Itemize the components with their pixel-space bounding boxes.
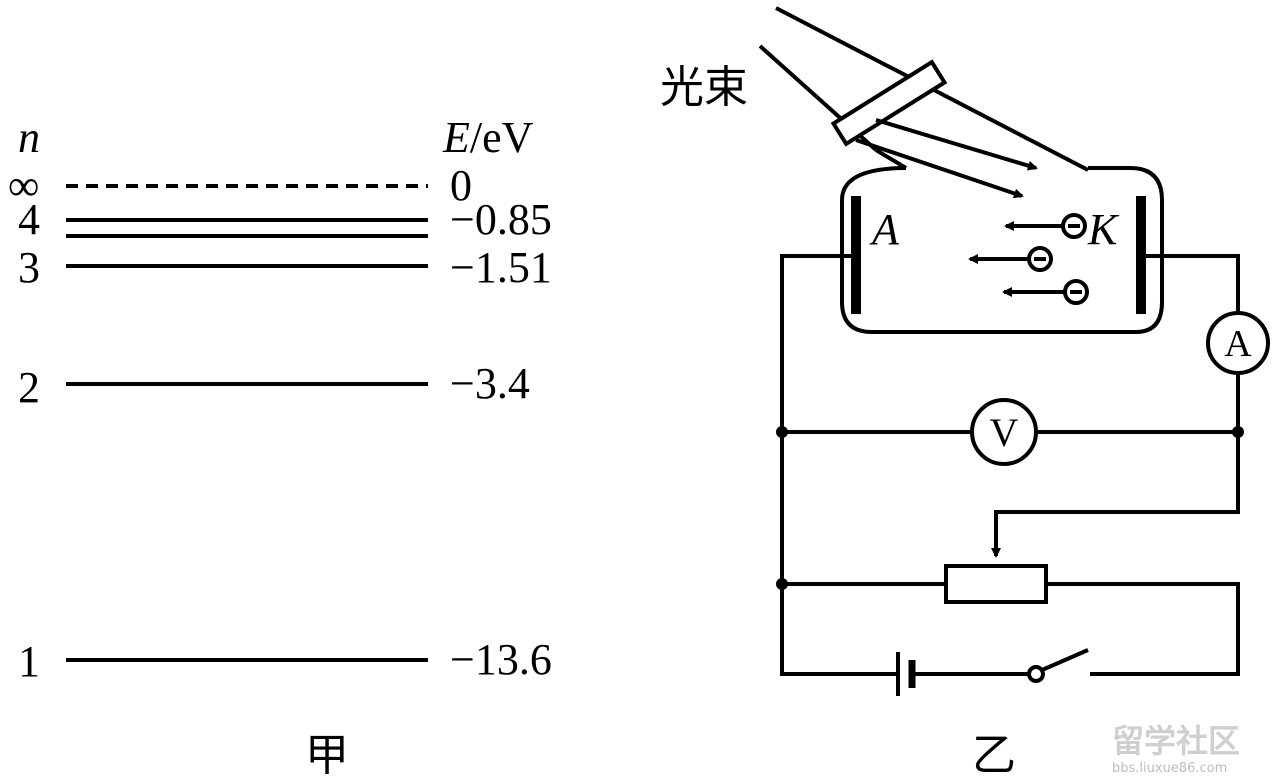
anode-electrode: [851, 196, 861, 314]
ammeter-label: A: [1224, 323, 1252, 365]
switch-blade: [1041, 648, 1089, 672]
cathode-electrode: [1136, 196, 1146, 314]
energy-axis-label: E/eV: [442, 113, 534, 162]
watermark-url: bbs.liuxue86.com: [1112, 761, 1227, 776]
light-ray-arrow-2: [855, 138, 1024, 199]
junction-dot-left-upper: [776, 426, 788, 438]
switch-pivot: [1027, 665, 1045, 683]
wire-rheostat-right: [1046, 582, 1240, 676]
light-beam-label: 光束: [660, 62, 748, 113]
voltmeter-label: V: [990, 410, 1019, 455]
level-n-2: 2: [18, 363, 40, 412]
level-n-infinity: ∞: [8, 161, 39, 210]
energy-symbol: E: [442, 113, 470, 162]
photoelectron-1: [1004, 213, 1087, 239]
photoelectric-circuit: [758, 6, 1270, 696]
n-axis-label: n: [18, 113, 40, 162]
diagram-caption-jia: 甲: [305, 730, 349, 781]
watermark: 留学社区 bbs.liuxue86.com: [1112, 722, 1240, 776]
wire-right-to-rheostat-slider: [994, 370, 1240, 548]
level-energy-3: −1.51: [450, 243, 552, 292]
anode-label: A: [869, 205, 900, 254]
level-energy-2: −3.4: [450, 359, 530, 408]
junction-dot-right: [1232, 426, 1244, 438]
rheostat: [944, 564, 1048, 604]
level-energy-infinity: 0: [450, 161, 472, 210]
photoelectron-2: [968, 246, 1053, 272]
junction-dot-left-lower: [776, 578, 788, 590]
level-n-1: 1: [18, 637, 40, 686]
diagram-caption-yi: 乙: [972, 730, 1016, 781]
light-ray-arrow-1: [875, 118, 1038, 171]
energy-unit: /eV: [470, 113, 534, 162]
level-n-4: 4: [18, 195, 40, 244]
wire-left: [780, 254, 898, 676]
photoelectron-3: [1002, 279, 1089, 305]
ammeter: [1206, 311, 1270, 375]
vacuum-tube-body: [840, 166, 1164, 334]
level-n-3: 3: [18, 243, 40, 292]
wire-right-to-ammeter: [1146, 254, 1240, 316]
cathode-label: K: [1087, 205, 1120, 254]
watermark-text: 留学社区: [1112, 722, 1240, 760]
level-energy-4: −0.85: [450, 195, 552, 244]
light-beam-tube-edge-joint: [874, 148, 908, 170]
energy-level-diagram: n E/eV ∞ 0 4 −0.85 3 −1.51 2 −3.4 1 −13.…: [8, 113, 552, 781]
voltmeter: [970, 398, 1038, 466]
level-energy-1: −13.6: [450, 635, 552, 684]
quartz-window: [830, 59, 948, 147]
